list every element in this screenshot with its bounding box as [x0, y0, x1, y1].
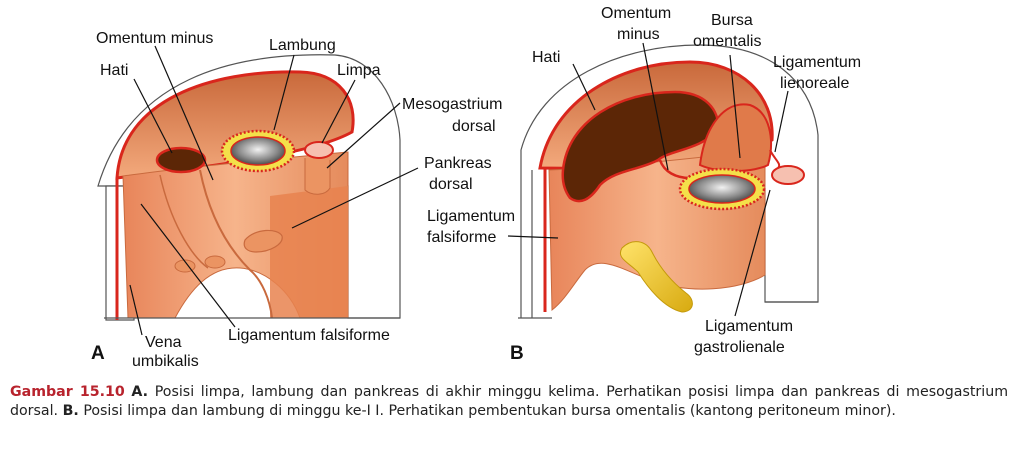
label-a-hati: Hati	[100, 62, 128, 79]
panel-b-liver	[561, 90, 720, 203]
panel-a-pancreas	[243, 229, 283, 253]
panel-b-spleen	[771, 165, 805, 185]
embryology-figure: Omentum minus Lambung Hati Limpa Mesogas…	[91, 5, 861, 370]
caption-part-b-letter: B.	[62, 403, 79, 419]
panel-b-stomach-lumen	[688, 174, 756, 204]
panel-a-stomach-lumen	[230, 136, 286, 166]
panel-a-letter: A	[91, 343, 105, 364]
caption-part-a-text: Posisi limpa, lambung dan pankreas di ak…	[10, 384, 1009, 419]
panel-b-letter: B	[510, 343, 524, 364]
label-b-omentum-line1: Omentum	[601, 5, 671, 22]
label-a-limpa: Limpa	[337, 62, 381, 79]
label-b-bursa-line2: omentalis	[693, 33, 761, 50]
label-b-gastrolienale-line2: gastrolienale	[694, 339, 785, 356]
label-a-pankreas-line1: Pankreas	[424, 155, 492, 172]
label-b-hati: Hati	[532, 49, 560, 66]
label-a-pankreas-line2: dorsal	[429, 176, 473, 193]
label-b-falsiforme-line2: falsiforme	[427, 229, 496, 246]
label-b-lienoreale-line1: Ligamentum	[773, 54, 861, 71]
label-a-mesogastrium-line1: Mesogastrium	[402, 96, 502, 113]
panel-b-pancreas	[620, 241, 693, 313]
panel-b-illustration	[518, 44, 819, 319]
label-a-vena-line2: umbikalis	[132, 353, 199, 370]
panel-a-labels: Omentum minus Lambung Hati Limpa Mesogas…	[91, 30, 502, 370]
label-a-ligamentum-falsiforme: Ligamentum falsiforme	[228, 327, 390, 344]
label-a-vena-line1: Vena	[145, 334, 182, 351]
label-b-falsiforme-line1: Ligamentum	[427, 208, 515, 225]
panel-b-leaders	[507, 42, 789, 317]
label-b-gastrolienale-line1: Ligamentum	[705, 318, 793, 335]
panel-a-leaders	[129, 45, 419, 336]
caption-figure-number: Gambar 15.10	[10, 384, 125, 400]
label-a-lambung: Lambung	[269, 37, 336, 54]
label-a-mesogastrium-line2: dorsal	[452, 118, 496, 135]
label-b-lienoreale-line2: lienoreale	[780, 75, 849, 92]
figure-caption: Gambar 15.10 A. Posisi limpa, lambung da…	[10, 383, 1008, 421]
panel-a-illustration	[97, 54, 401, 321]
panel-a-liver	[155, 146, 207, 174]
label-a-omentum-minus: Omentum minus	[96, 30, 213, 47]
label-b-bursa-line1: Bursa	[711, 12, 753, 29]
panel-a-spleen	[304, 141, 334, 159]
caption-part-a-letter: A.	[131, 384, 149, 400]
label-b-omentum-line2: minus	[617, 26, 660, 43]
caption-part-b-text: Posisi limpa dan lambung di minggu ke-I …	[83, 403, 896, 419]
panel-b-labels: Omentum minus Bursa omentalis Hati Ligam…	[427, 5, 861, 364]
